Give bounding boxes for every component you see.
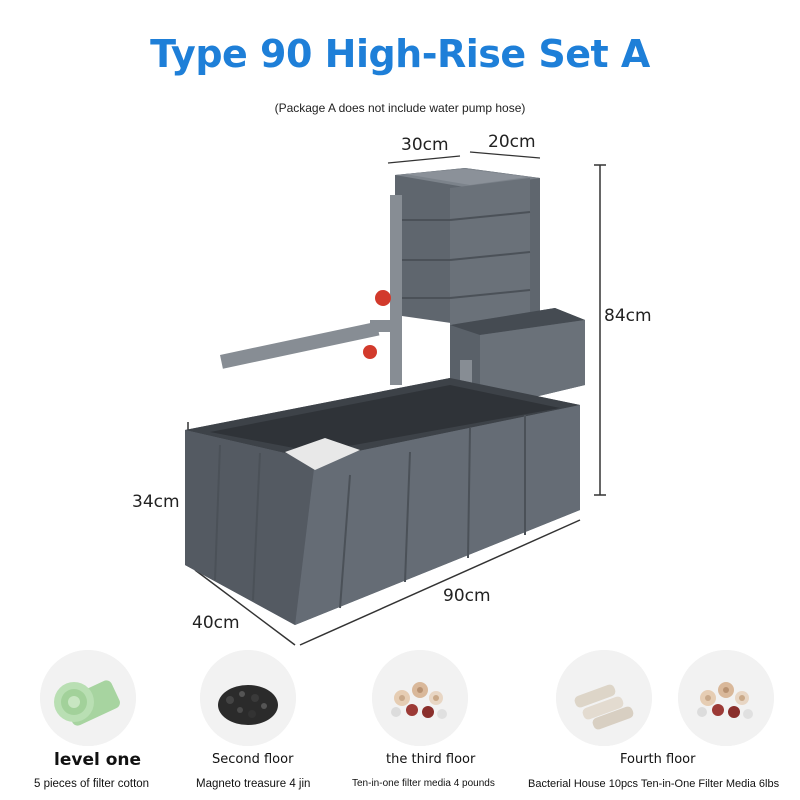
media-item-level-one: level one 5 pieces of filter cotton bbox=[20, 640, 170, 800]
filter-cotton-icon bbox=[40, 650, 136, 746]
media-description: Bacterial House 10pcs Ten-in-One Filter … bbox=[528, 778, 780, 790]
dimension-top-width: 30cm bbox=[401, 135, 449, 155]
media-item-fourth-floor: Fourth floor Bacterial House 10pcs Ten-i… bbox=[528, 640, 779, 800]
dimension-base-height: 34cm bbox=[132, 492, 180, 512]
bacterial-house-icon bbox=[556, 650, 652, 746]
dimension-base-length: 90cm bbox=[443, 586, 491, 606]
ten-in-one-media-icon bbox=[372, 650, 468, 746]
magneto-media-icon bbox=[200, 650, 296, 746]
media-description: Ten-in-one filter media 4 pounds bbox=[352, 778, 495, 789]
dimension-base-depth: 40cm bbox=[192, 613, 240, 633]
media-item-third-floor: the third floor Ten-in-one filter media … bbox=[350, 640, 500, 800]
dimension-top-depth: 20cm bbox=[488, 132, 536, 152]
media-description: 5 pieces of filter cotton bbox=[34, 778, 150, 790]
media-level-label: level one bbox=[54, 750, 142, 770]
package-note: (Package A does not include water pump h… bbox=[274, 101, 526, 115]
media-description: Magneto treasure 4 jin bbox=[196, 778, 311, 790]
media-level-label: the third floor bbox=[386, 752, 476, 767]
dimension-total-height: 84cm bbox=[604, 306, 652, 326]
media-item-second-floor: Second floor Magneto treasure 4 jin bbox=[190, 640, 340, 800]
page-title: Type 90 High-Rise Set A bbox=[150, 32, 650, 76]
ten-in-one-media-icon bbox=[678, 650, 774, 746]
media-level-label: Fourth floor bbox=[620, 752, 696, 767]
media-level-label: Second floor bbox=[212, 752, 294, 767]
filter-tank-illustration bbox=[120, 130, 680, 660]
filter-media-row: level one 5 pieces of filter cotton Seco… bbox=[0, 640, 800, 800]
